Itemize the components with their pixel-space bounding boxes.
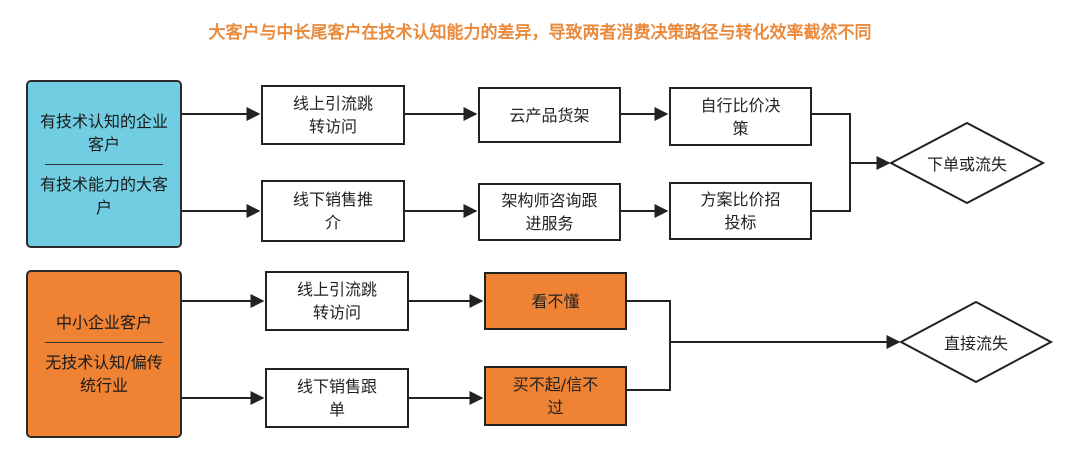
node-offline-sme: 线下销售跟单 (265, 368, 409, 428)
connector-compare-merge (812, 113, 851, 212)
node-online-sme: 线上引流跳转访问 (265, 271, 409, 331)
category-divider (45, 342, 163, 343)
diamond-outcome-sme (898, 300, 1054, 384)
node-cannot-understand: 看不懂 (484, 272, 627, 330)
node-cannot-afford: 买不起/信不过 (484, 366, 627, 426)
node-offline-large: 线下销售推介 (261, 180, 405, 242)
category-large-line1: 有技术认知的企业客户 (40, 111, 169, 154)
category-large-customers: 有技术认知的企业客户 有技术能力的大客户 (26, 80, 182, 248)
category-divider (45, 163, 163, 165)
category-sme-line2: 无技术认知/偏传统行业 (45, 353, 163, 395)
node-architect: 架构师咨询跟进服务 (478, 183, 621, 241)
category-sme-customers: 中小企业客户 无技术认知/偏传统行业 (26, 270, 182, 438)
node-online-large: 线上引流跳转访问 (261, 85, 405, 145)
node-self-compare: 自行比价决策 (669, 87, 812, 146)
category-large-line2: 有技术能力的大客户 (40, 174, 169, 217)
diagram-title: 大客户与中长尾客户在技术认知能力的差异，导致两者消费决策路径与转化效率截然不同 (208, 23, 872, 43)
node-outcome-sme: 直接流失 (943, 334, 1008, 353)
node-cloud-shelf: 云产品货架 (478, 87, 621, 143)
category-sme-line1: 中小企业客户 (55, 313, 152, 332)
node-solution-bid: 方案比价招投标 (669, 182, 812, 240)
connector-barrier-merge (627, 300, 671, 391)
diamond-outcome-large (888, 121, 1046, 205)
node-outcome-large: 下单或流失 (926, 155, 1007, 174)
